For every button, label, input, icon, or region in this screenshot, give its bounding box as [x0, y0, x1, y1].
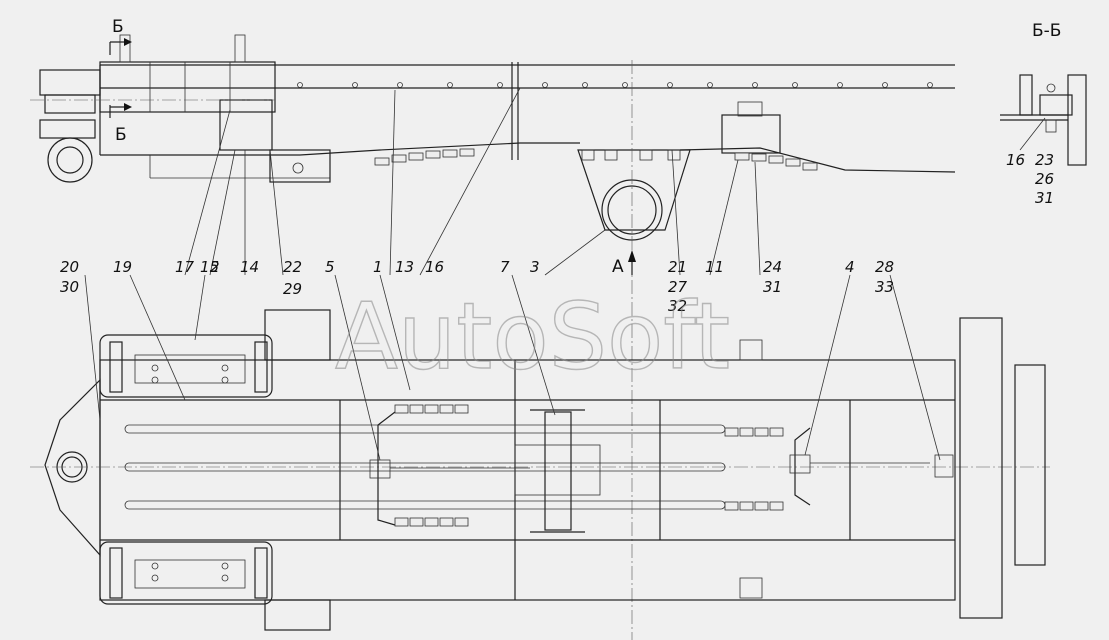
callout-16-section: 16 — [1006, 151, 1025, 169]
callout-31: 31 — [763, 278, 782, 296]
callout-2: 2 — [210, 258, 220, 276]
callout-21: 21 — [668, 258, 687, 276]
chain-right — [734, 152, 818, 171]
callout-3: 3 — [530, 258, 540, 276]
callout-14: 14 — [240, 258, 259, 276]
plan-view — [30, 309, 1050, 631]
callout-32: 32 — [668, 297, 687, 315]
callout-24: 24 — [763, 258, 782, 276]
gearbox-bottom — [264, 599, 331, 631]
callout-15: 15 — [200, 258, 219, 276]
roller-carriage-bottom — [99, 541, 273, 605]
callout-29: 29 — [283, 280, 302, 298]
chain-plan — [394, 404, 784, 527]
callout-labels: 17 15 14 22 29 13 16 3 21 27 32 11 24 31… — [60, 17, 1061, 315]
callout-20: 20 — [60, 258, 79, 276]
callout-11: 11 — [705, 258, 724, 276]
callout-33: 33 — [875, 278, 894, 296]
callout-28: 28 — [875, 258, 894, 276]
sprocket-shaft — [514, 409, 601, 533]
gearbox-top — [264, 309, 331, 361]
callout-30: 30 — [60, 278, 79, 296]
callout-7: 7 — [500, 258, 510, 276]
section-detail — [1000, 74, 1087, 166]
callout-5: 5 — [325, 258, 335, 276]
right-end-plate — [959, 317, 1003, 619]
roller-carriage-top — [99, 334, 273, 398]
section-marker-bottom: Б — [115, 125, 127, 145]
callout-16: 16 — [425, 258, 444, 276]
callout-23: 23 — [1035, 151, 1054, 169]
callout-4: 4 — [845, 258, 855, 276]
callout-26: 26 — [1035, 170, 1054, 188]
callout-1: 1 — [373, 258, 383, 276]
callout-27: 27 — [668, 278, 688, 296]
bolt-row — [297, 82, 933, 88]
section-marker-top: Б — [112, 17, 124, 37]
callout-22: 22 — [283, 258, 302, 276]
end-roller-assembly — [30, 34, 331, 183]
callout-17: 17 — [175, 258, 195, 276]
callout-13: 13 — [395, 258, 414, 276]
section-title: Б-Б — [1032, 21, 1061, 41]
view-arrow-label: А — [612, 257, 624, 277]
side-view — [30, 34, 956, 640]
chain-left — [374, 148, 475, 166]
callout-31-section: 31 — [1035, 189, 1054, 207]
callout-19: 19 — [113, 258, 132, 276]
tensioner-block — [721, 114, 781, 154]
leader-lines — [84, 87, 1046, 461]
watermark: AutoSoft — [335, 283, 730, 390]
